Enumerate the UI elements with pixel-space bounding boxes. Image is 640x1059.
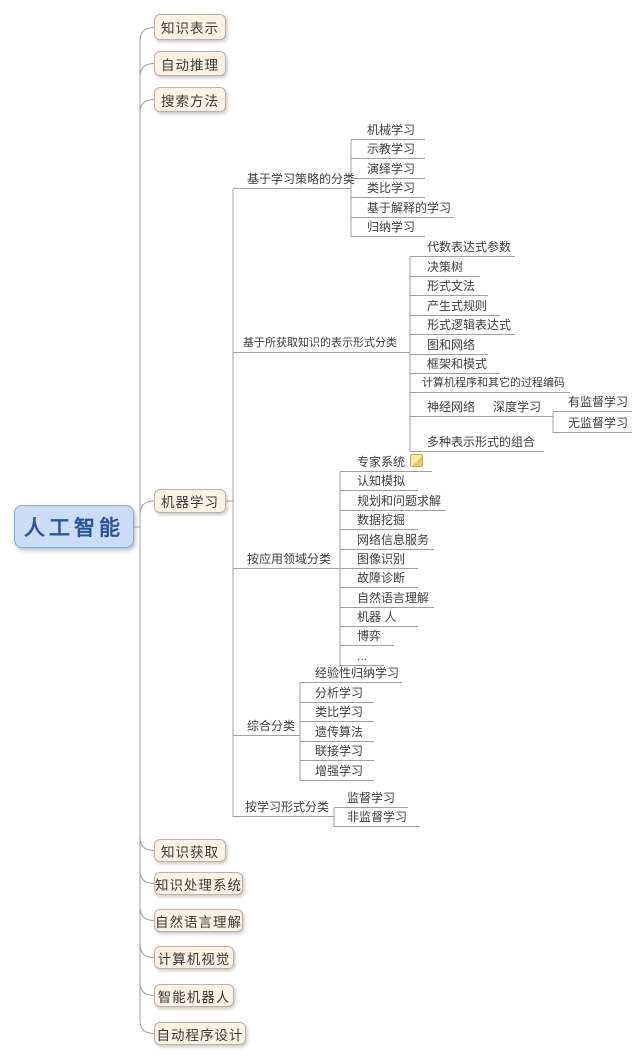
node-supervised-deep-learning[interactable]: 有监督学习: [553, 394, 632, 412]
node-category-application[interactable]: 按应用领域分类: [233, 551, 340, 569]
node-unsupervised-learning[interactable]: 非监督学习: [334, 809, 420, 827]
node-supervised-learning[interactable]: 监督学习: [334, 790, 408, 808]
node-label: 知识处理系统: [155, 877, 242, 893]
node-neural-network[interactable]: 神经网络: [410, 399, 480, 417]
node-rote-learning[interactable]: 机械学习: [351, 122, 425, 140]
node-decision-tree[interactable]: 决策树: [410, 259, 480, 277]
node-robot-application[interactable]: 机器 人: [340, 609, 418, 627]
node-root-artificial-intelligence[interactable]: 人工智能: [14, 505, 134, 548]
node-knowledge-processing-system[interactable]: 知识处理系统: [154, 872, 243, 895]
node-graphs-and-networks[interactable]: 图和网络: [410, 337, 488, 355]
node-search-methods[interactable]: 搜索方法: [154, 87, 226, 112]
node-label: 专家系统: [357, 455, 406, 469]
node-label: 智能机器人: [157, 989, 231, 1005]
node-game-playing[interactable]: 博弈: [340, 628, 394, 646]
node-production-rules[interactable]: 产生式规则: [410, 298, 500, 316]
node-formal-logic-expression[interactable]: 形式逻辑表达式: [410, 317, 515, 335]
node-nlu-application[interactable]: 自然语言理解: [340, 590, 434, 608]
node-label: 知识获取: [161, 844, 219, 860]
node-formal-grammar[interactable]: 形式文法: [410, 278, 488, 296]
node-label: 自然语言理解: [155, 914, 242, 930]
node-label: 人工智能: [24, 516, 124, 540]
node-frames-and-schemas[interactable]: 框架和模式: [410, 356, 500, 374]
node-connectionist-learning[interactable]: 联接学习: [300, 743, 374, 761]
node-analogy-learning-strategy[interactable]: 类比学习: [351, 180, 425, 198]
node-reinforcement-learning[interactable]: 增强学习: [300, 763, 374, 781]
node-knowledge-acquisition[interactable]: 知识获取: [154, 839, 226, 862]
node-label: 机器学习: [161, 495, 219, 510]
node-planning-problem-solving[interactable]: 规划和问题求解: [340, 493, 446, 511]
node-application-ellipsis[interactable]: ...: [340, 648, 384, 666]
node-label: 自动推理: [161, 57, 219, 73]
node-computer-vision[interactable]: 计算机视觉: [154, 946, 234, 969]
node-label: 知识表示: [161, 21, 219, 36]
node-unsupervised-deep-learning[interactable]: 无监督学习: [553, 415, 632, 433]
node-fault-diagnosis[interactable]: 故障诊断: [340, 570, 418, 588]
node-intelligent-robot[interactable]: 智能机器人: [154, 984, 234, 1007]
node-image-recognition[interactable]: 图像识别: [340, 551, 418, 569]
node-automatic-programming[interactable]: 自动程序设计: [154, 1022, 246, 1045]
node-algebraic-expression-params[interactable]: 代数表达式参数: [410, 239, 515, 257]
node-expert-system[interactable]: 专家系统: [340, 454, 432, 472]
node-computer-program-encoding[interactable]: 计算机程序和其它的过程编码: [410, 375, 570, 393]
node-analytical-learning[interactable]: 分析学习: [300, 685, 374, 703]
node-multiple-representation-combo[interactable]: 多种表示形式的组合: [410, 434, 544, 452]
node-category-comprehensive[interactable]: 综合分类: [233, 718, 300, 736]
node-machine-learning[interactable]: 机器学习: [154, 489, 226, 513]
node-data-mining[interactable]: 数据挖掘: [340, 512, 418, 530]
node-label: 计算机视觉: [157, 951, 231, 967]
node-knowledge-representation[interactable]: 知识表示: [154, 14, 226, 40]
node-category-representation[interactable]: 基于所获取知识的表示形式分类: [233, 335, 410, 353]
node-automated-reasoning[interactable]: 自动推理: [154, 51, 226, 76]
node-inductive-learning[interactable]: 归纳学习: [351, 219, 425, 237]
node-natural-language-understanding[interactable]: 自然语言理解: [154, 909, 243, 932]
node-web-information-service[interactable]: 网络信息服务: [340, 532, 434, 550]
node-label: 搜索方法: [161, 93, 219, 109]
node-category-strategy[interactable]: 基于学习策略的分类: [233, 171, 355, 189]
node-deductive-learning[interactable]: 演绎学习: [351, 161, 425, 179]
node-explanation-based-learning[interactable]: 基于解释的学习: [351, 200, 455, 218]
node-category-learning-form[interactable]: 按学习形式分类: [233, 799, 334, 817]
node-analogy-learning[interactable]: 类比学习: [300, 704, 374, 722]
note-icon[interactable]: [410, 454, 424, 467]
node-empirical-inductive-learning[interactable]: 经验性归纳学习: [300, 665, 402, 683]
node-learning-from-instruction[interactable]: 示教学习: [351, 141, 425, 159]
node-label: 自动程序设计: [156, 1027, 244, 1043]
node-deep-learning[interactable]: 深度学习: [480, 399, 553, 417]
node-cognitive-simulation[interactable]: 认知模拟: [340, 473, 418, 491]
node-genetic-algorithm[interactable]: 遗传算法: [300, 724, 374, 742]
